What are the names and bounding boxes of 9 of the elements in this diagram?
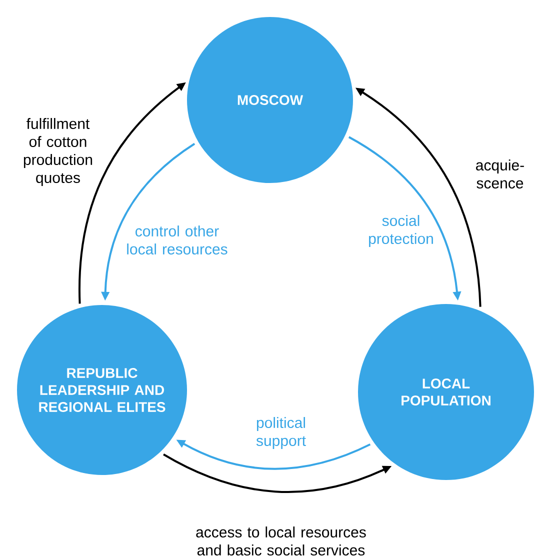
edge-label: fulfillment of cotton production quotes xyxy=(24,118,92,186)
circle-node: REPUBLIC LEADERSHIP AND REGIONAL ELITES xyxy=(17,305,187,475)
edge-label: acquie- scence xyxy=(476,160,524,188)
edge-label: control other local resources xyxy=(127,226,228,254)
edge-label: access to local resources and basic social services xyxy=(196,526,366,556)
edge-label: political support xyxy=(256,417,306,449)
circle-node: MOSCOW xyxy=(187,17,353,183)
edge-label: social protection xyxy=(369,215,433,247)
circle-node: LOCAL POPULATION xyxy=(358,304,534,480)
